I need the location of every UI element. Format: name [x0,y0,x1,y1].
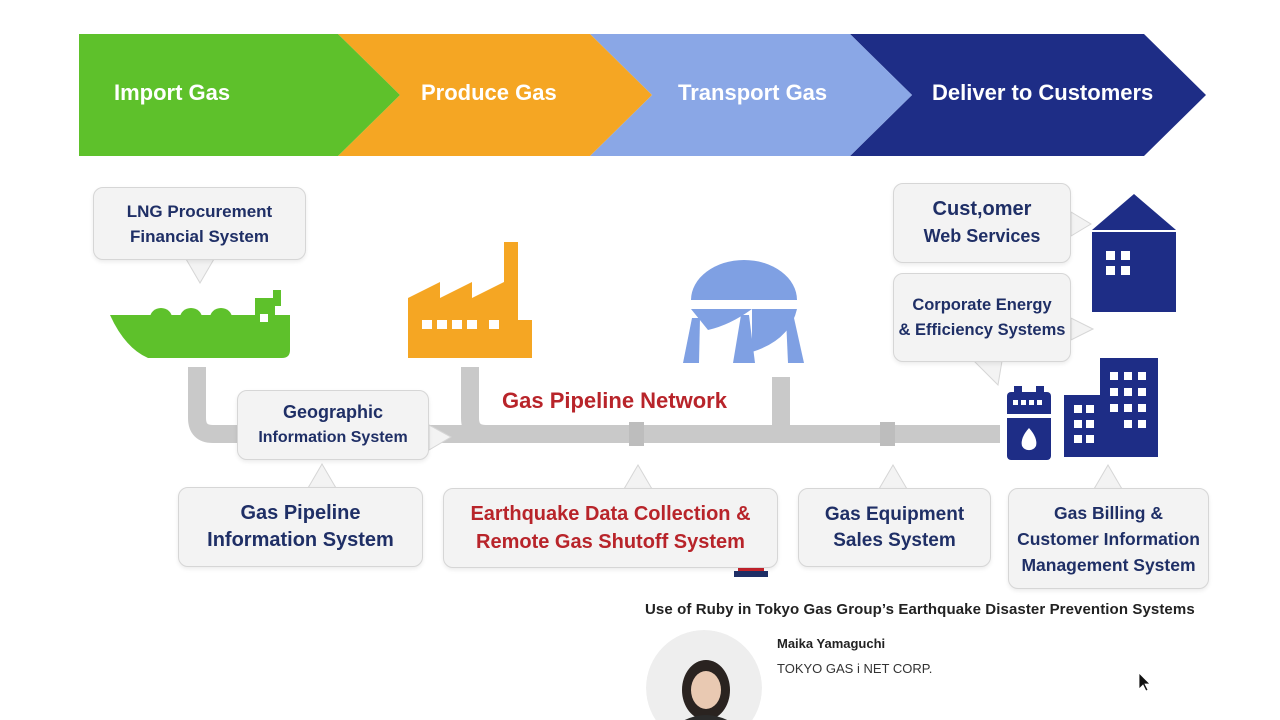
stage-arrow-import [79,34,400,156]
office-building-icon [1064,358,1158,457]
stage-arrow-deliver [850,34,1206,156]
stage-label-import: Import Gas [114,80,231,105]
box-line: Web Services [923,226,1041,246]
pipeline-network [188,367,1000,443]
stage-label-produce: Produce Gas [421,80,557,105]
stage-arrow-transport [590,34,912,156]
lng-procurement-box: LNG Procurement Financial System [93,187,306,260]
box-line: Gas Pipeline [240,502,361,524]
box-line: Financial System [130,226,269,246]
box-line: Information System [207,529,394,551]
box-line: Geographic [282,402,384,422]
talk-title: Use of Ruby in Tokyo Gas Group’s Earthqu… [645,601,1195,618]
gas-billing-box: Gas Billing & Customer Information Manag… [1008,488,1209,589]
factory-icon [408,242,532,358]
gas-meter-icon [1007,386,1051,460]
pipe-joint [880,422,895,446]
box-line: Gas Equipment [824,503,965,525]
geographic-info-box: Geographic Information System [237,390,429,460]
pipe-joint [629,422,644,446]
spherical-gas-tank-icon [683,260,804,363]
box-line: Cust,omer [932,198,1032,220]
mouse-cursor-icon [1138,672,1151,692]
box-line: & Efficiency Systems [898,320,1066,339]
customer-web-box: Cust,omer Web Services [893,183,1071,263]
gas-pipeline-info-box: Gas Pipeline Information System [178,487,423,567]
pipeline-network-label: Gas Pipeline Network [502,388,727,413]
house-icon [1092,194,1176,312]
box-line: Corporate Energy [912,295,1052,314]
box-line: Management System [1021,554,1196,575]
box-line: Gas Billing & [1054,502,1163,523]
speaker-name: Maika Yamaguchi [777,636,886,651]
box-line: Sales System [833,529,956,551]
box-line: Remote Gas Shutoff System [476,531,745,553]
speaker-organization: TOKYO GAS i NET CORP. [777,661,933,676]
box-line: Earthquake Data Collection & [470,503,751,525]
speaker-photo [646,630,762,720]
box-line: Customer Information [1017,528,1200,549]
stage-label-transport: Transport Gas [678,80,828,105]
stage-arrow-produce [338,34,652,156]
stage-label-deliver: Deliver to Customers [932,80,1154,105]
corporate-energy-box: Corporate Energy & Efficiency Systems [893,273,1071,362]
lng-tanker-icon [110,290,290,358]
gas-equipment-sales-box: Gas Equipment Sales System [798,488,991,567]
earthquake-shutoff-box: Earthquake Data Collection & Remote Gas … [443,488,778,568]
box-line: Information System [258,429,408,446]
callout-tails [185,211,1123,490]
box-line: LNG Procurement [126,201,273,221]
